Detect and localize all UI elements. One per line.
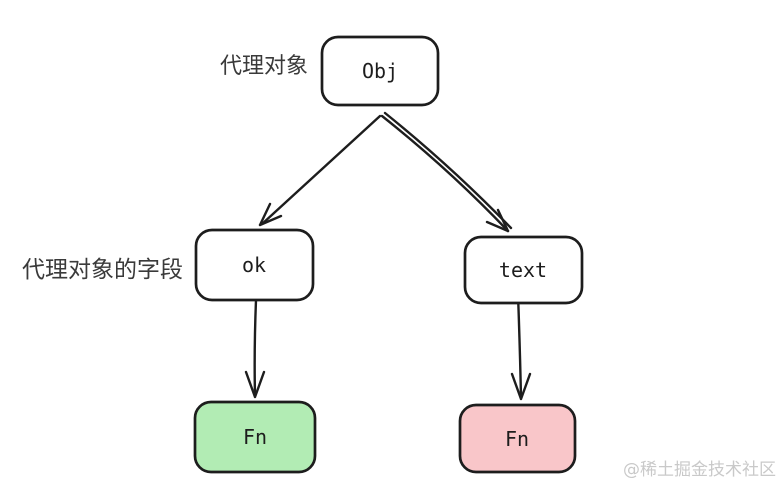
node-ok-label: ok bbox=[242, 253, 266, 277]
node-fn-left-label: Fn bbox=[243, 425, 267, 449]
node-ok: ok bbox=[194, 228, 315, 302]
annotation-proxy-object: 代理对象 bbox=[220, 54, 308, 79]
arrowhead bbox=[258, 202, 283, 227]
node-obj-label: Obj bbox=[362, 59, 398, 83]
node-fn-right: Fn bbox=[458, 403, 577, 474]
node-obj: Obj bbox=[320, 35, 440, 107]
arrow-line bbox=[516, 292, 523, 400]
node-fn-right-box bbox=[458, 403, 577, 474]
node-fn-left-box bbox=[193, 400, 317, 474]
edge-obj-ok bbox=[258, 114, 382, 227]
arrowhead bbox=[244, 370, 266, 399]
arrow-line bbox=[253, 298, 258, 398]
node-obj-box bbox=[320, 35, 440, 107]
arrowhead bbox=[485, 208, 510, 233]
edge-text-fnright bbox=[510, 292, 532, 401]
arrow-line bbox=[380, 114, 510, 233]
edge-obj-text bbox=[380, 111, 513, 233]
watermark: @稀土掘金技术社区 bbox=[623, 460, 776, 480]
arrow-line bbox=[260, 114, 382, 226]
edge-ok-fnleft bbox=[244, 298, 266, 399]
arrowhead bbox=[510, 372, 532, 401]
arrow-line-double bbox=[383, 111, 513, 230]
node-text-label: text bbox=[499, 258, 547, 282]
node-text-box bbox=[463, 235, 584, 305]
node-text: text bbox=[463, 235, 584, 305]
annotation-proxy-object-fields: 代理对象的字段 bbox=[22, 257, 183, 283]
node-fn-left: Fn bbox=[193, 400, 317, 474]
node-fn-right-label: Fn bbox=[505, 427, 529, 451]
node-ok-box bbox=[194, 228, 315, 302]
